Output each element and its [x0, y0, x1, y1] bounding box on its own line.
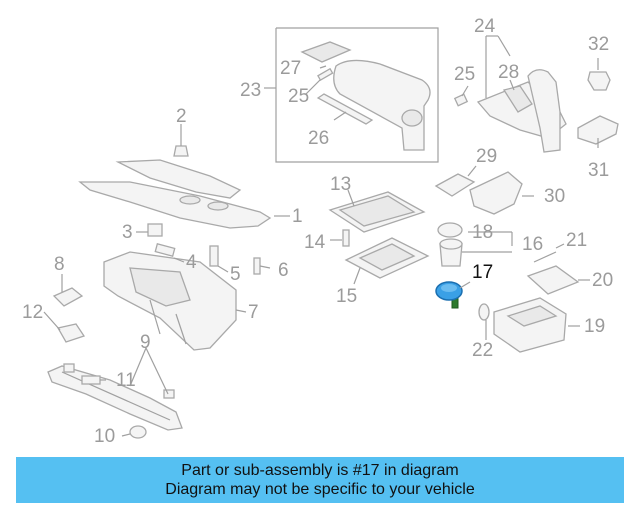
callout-25: 25	[454, 64, 475, 85]
callout-8: 8	[54, 254, 65, 275]
part-4-clip	[154, 243, 176, 257]
callout-16: 16	[522, 234, 543, 255]
leader-lines	[43, 35, 599, 437]
callout-23: 23	[240, 80, 261, 101]
callout-20: 20	[592, 270, 613, 291]
callout-26: 26	[308, 128, 329, 149]
callout-32: 32	[588, 34, 609, 55]
callout-28: 28	[498, 62, 519, 83]
part-10-knob	[129, 425, 147, 439]
part-31-bracket	[577, 115, 619, 145]
part-30-holder	[469, 171, 523, 215]
part-7-frame	[103, 251, 237, 351]
part-29-tray	[434, 173, 476, 197]
part-12-bracket	[56, 323, 86, 343]
info-banner: Part or sub-assembly is #17 in diagram D…	[16, 457, 624, 503]
part-9-clips	[63, 363, 175, 399]
banner-line-1: Part or sub-assembly is #17 in diagram	[181, 462, 459, 479]
callout-10: 10	[94, 426, 115, 447]
part-15-bezel	[344, 237, 430, 279]
armrest-assembly-24	[476, 69, 567, 153]
callout-1: 1	[292, 206, 303, 227]
part-32	[587, 71, 611, 91]
callout-12: 12	[22, 302, 43, 323]
part-9-side-panel	[47, 365, 183, 431]
banner-line-2: Diagram may not be specific to your vehi…	[165, 481, 475, 498]
part-8-clip	[52, 287, 84, 307]
part-25-pin	[317, 67, 334, 81]
part-5-pin	[209, 245, 219, 267]
callout-30: 30	[544, 186, 565, 207]
callout-2: 2	[176, 106, 187, 127]
callout-21: 21	[566, 230, 587, 251]
armrest-inset-box	[275, 27, 439, 163]
callout-6: 6	[278, 260, 289, 281]
part-20-mat	[526, 265, 580, 295]
callout-4: 4	[186, 252, 197, 273]
part-17-highlighted	[435, 281, 463, 309]
callout-17: 17	[472, 262, 493, 283]
part-25-right-pin	[453, 93, 469, 107]
part-14-pin	[342, 229, 350, 247]
callout-22: 22	[472, 340, 493, 361]
callout-31: 31	[588, 160, 609, 181]
part-1-console-trim	[78, 159, 272, 229]
callout-27: 27	[280, 58, 301, 79]
callout-15: 15	[336, 286, 357, 307]
callout-14: 14	[304, 232, 326, 253]
callout-7: 7	[248, 302, 259, 323]
callout-24: 24	[474, 16, 496, 37]
callout-3: 3	[122, 222, 133, 243]
parts-diagram: 1234567891011121314151617181920212223242…	[22, 16, 619, 447]
part-18-cup-holder	[437, 222, 463, 267]
callout-29: 29	[476, 146, 497, 167]
part-13-tray	[328, 191, 426, 233]
part-19-bin	[493, 297, 567, 353]
callout-9: 9	[140, 332, 151, 353]
part-21-rod	[533, 251, 557, 263]
part-2-clip	[173, 130, 189, 157]
callout-11: 11	[116, 370, 136, 391]
callout-25: 25	[288, 86, 309, 107]
callout-18: 18	[472, 222, 493, 243]
part-6-pin	[253, 257, 261, 275]
part-11-switch	[81, 375, 101, 385]
part-26-strip	[316, 93, 374, 125]
callout-19: 19	[584, 316, 605, 337]
armrest-pad	[333, 59, 431, 151]
part-22-clip	[478, 303, 490, 321]
part-3-clip	[147, 223, 163, 237]
part-27-lid	[300, 41, 352, 63]
callout-13: 13	[330, 174, 351, 195]
callout-5: 5	[230, 264, 241, 285]
